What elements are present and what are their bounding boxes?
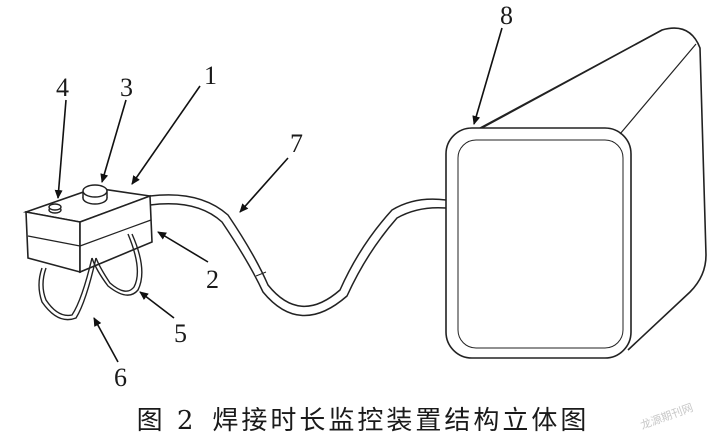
- box-side-face: [79, 194, 153, 274]
- callout-2: 2: [206, 265, 219, 294]
- leader-8: [472, 27, 503, 125]
- leader-4: [54, 99, 67, 199]
- indicator-light-4: [48, 203, 62, 214]
- leader-7: [239, 157, 289, 213]
- clamp-loops: [38, 233, 143, 321]
- caption-title: 焊接时长监控装置结构立体图: [212, 406, 590, 436]
- callout-5: 5: [174, 319, 187, 348]
- connecting-cable: [149, 194, 447, 317]
- callout-6: 6: [114, 363, 127, 392]
- callout-4: 4: [56, 73, 69, 102]
- leader-2: [157, 231, 209, 263]
- caption-number: 图 2: [136, 406, 197, 436]
- leader-1: [131, 85, 201, 185]
- button-3: [82, 184, 108, 205]
- callout-1: 1: [204, 61, 217, 90]
- display-panel: [445, 27, 707, 359]
- leader-6: [93, 317, 119, 363]
- callout-8: 8: [500, 1, 513, 30]
- callout-7: 7: [290, 129, 303, 158]
- leader-5: [139, 291, 175, 319]
- callout-3: 3: [120, 73, 133, 102]
- leader-3: [100, 99, 127, 183]
- box-front-face: [25, 211, 81, 274]
- leader-lines: [54, 27, 503, 363]
- figure-caption: 图 2 焊接时长监控装置结构立体图: [0, 400, 726, 437]
